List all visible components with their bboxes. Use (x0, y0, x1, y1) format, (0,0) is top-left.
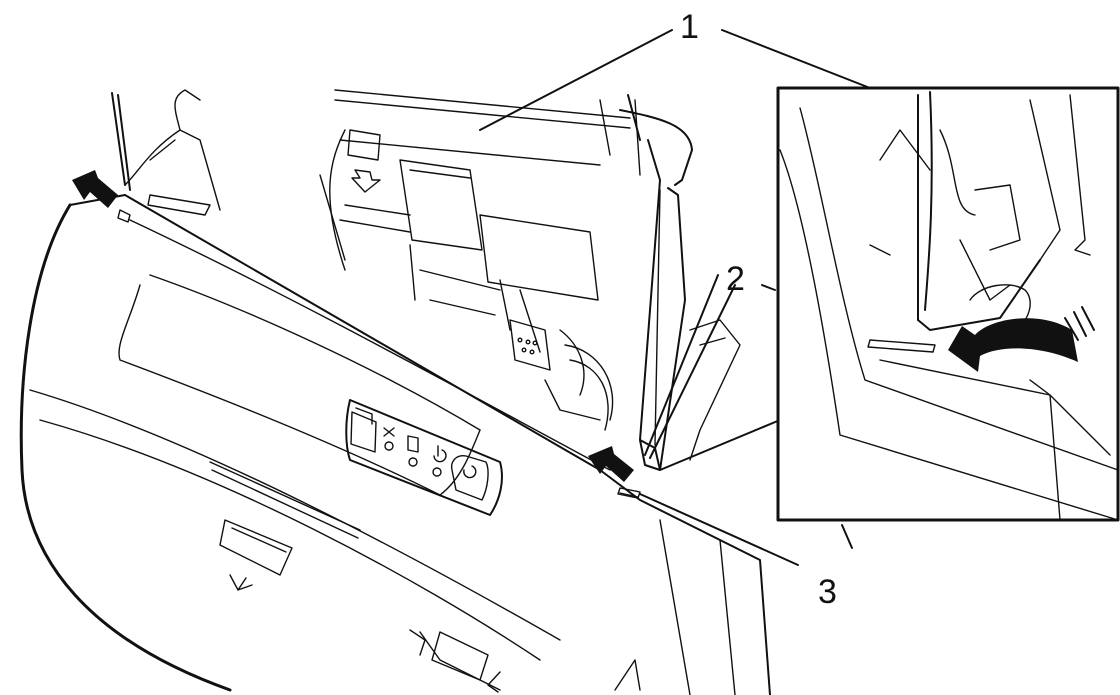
printer-body (19, 194, 771, 695)
right-latch-slot (617, 487, 641, 499)
arrow-pointer-icon (588, 446, 634, 482)
curved-arrow-icon (948, 306, 1095, 372)
left-hinge (111, 89, 221, 223)
printer-interior (319, 89, 741, 471)
callout-2-label: 2 (726, 260, 745, 298)
callout-1-label: 1 (680, 8, 699, 46)
control-panel (345, 399, 503, 516)
callout-leaders (479, 29, 871, 566)
arrow-pointer-icon (72, 170, 118, 208)
inset-detail (776, 86, 1120, 522)
callout-labels: 1 2 3 (680, 8, 837, 611)
power-icon (432, 445, 447, 477)
left-latch-slot (117, 209, 131, 223)
callout-3-label: 3 (818, 573, 837, 611)
arrow-pointer-left (72, 170, 118, 208)
inset-latch-slot (867, 339, 936, 353)
arrow-pointer-right (588, 446, 634, 482)
cancel-icon (383, 427, 395, 451)
control-panel-icon (350, 411, 377, 453)
